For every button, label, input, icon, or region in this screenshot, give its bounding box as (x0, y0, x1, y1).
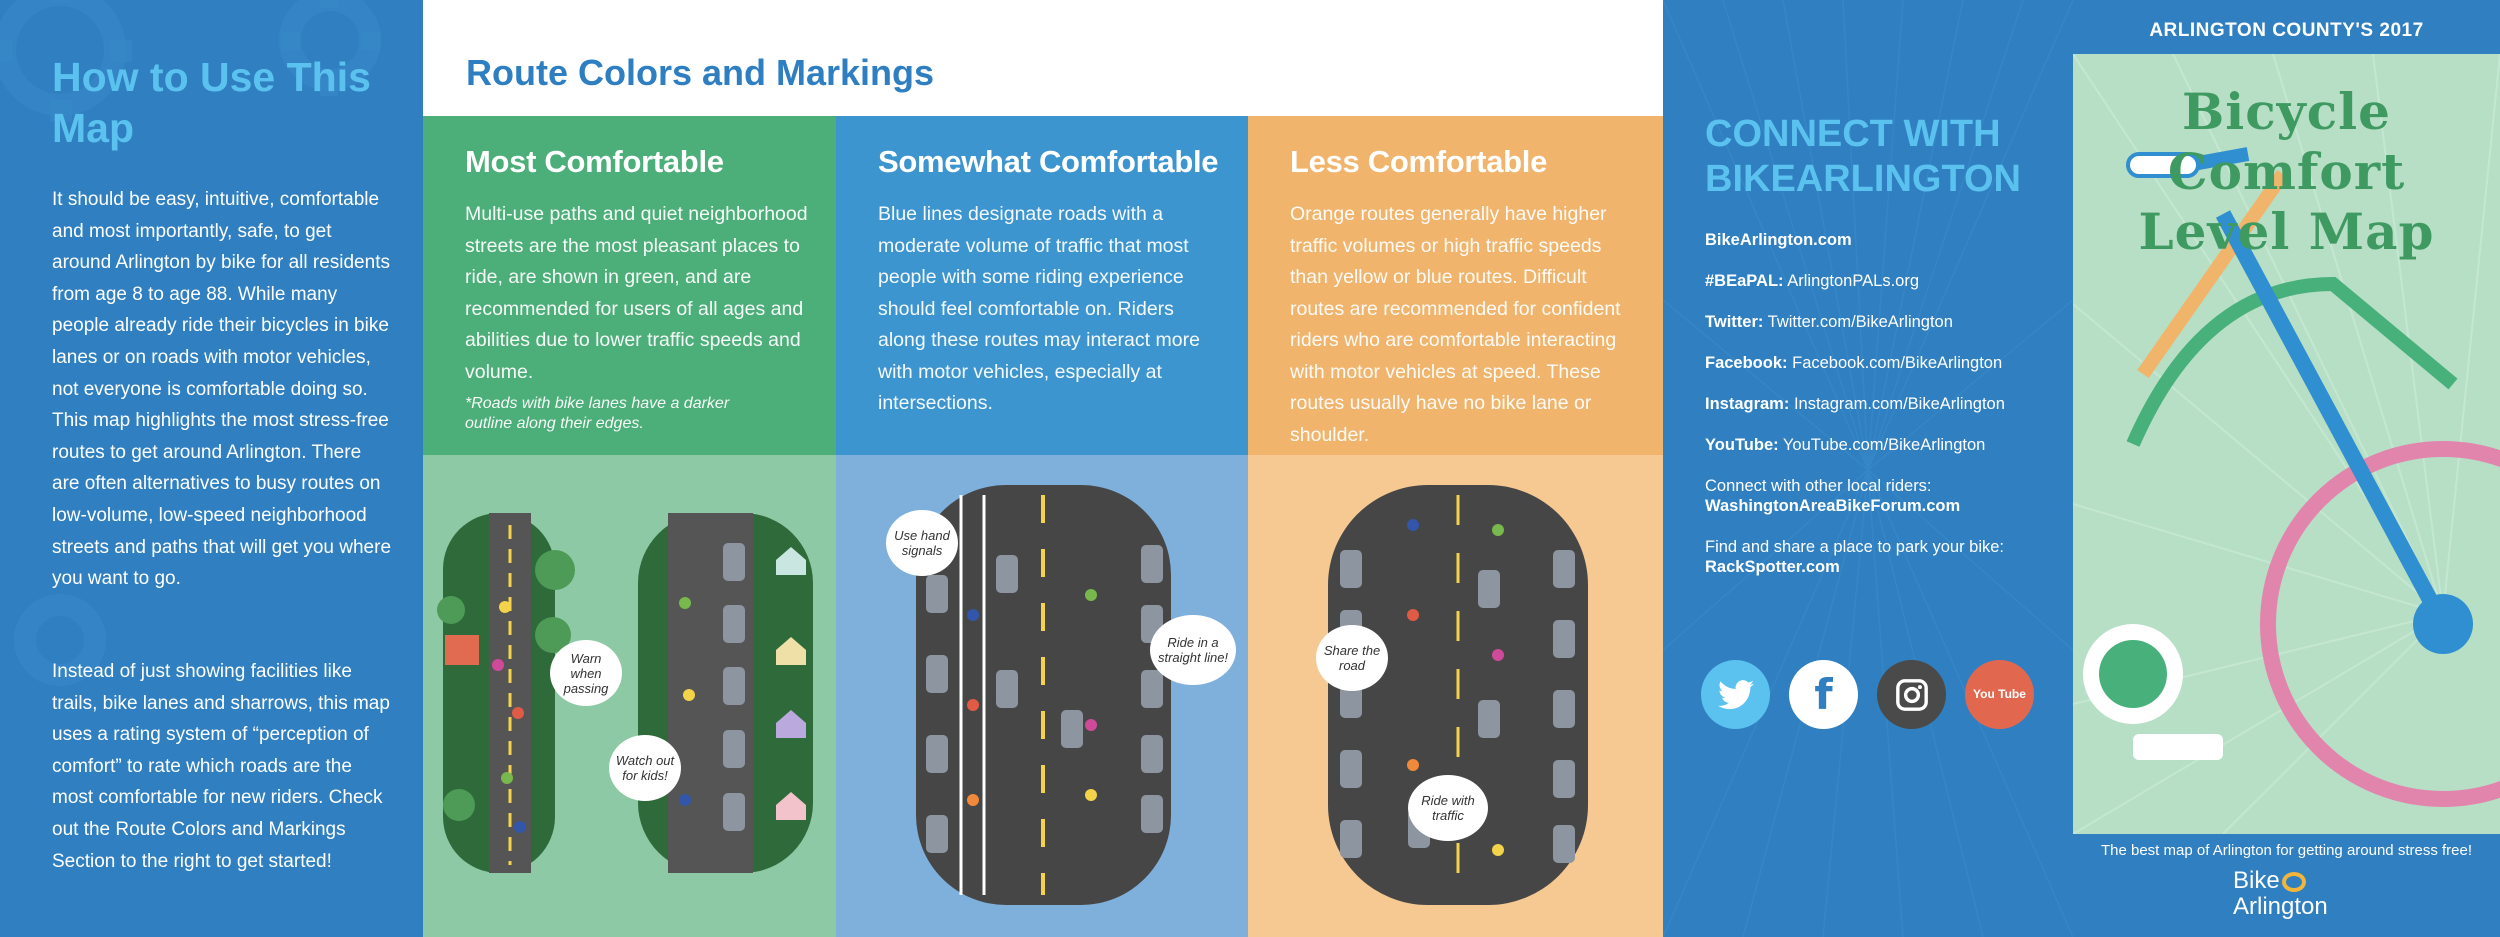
watch-out-for-kids-bubble: Watch out for kids! (609, 735, 681, 801)
twitter-link[interactable]: Twitter.com/BikeArlington (1767, 313, 1953, 331)
site-link[interactable]: BikeArlington.com (1705, 231, 1852, 249)
ride-in-a-straight-line-bubble: Ride in a straight line! (1150, 615, 1236, 685)
green-road-illustration (437, 513, 813, 873)
facebook-label: Facebook: (1705, 354, 1788, 372)
cover-title-line-2: Level Map (2138, 202, 2435, 261)
twitter-link-row[interactable]: Twitter: Twitter.com/BikeArlington (1705, 312, 2065, 332)
blue-road-illustration (916, 485, 1171, 905)
youtube-icon[interactable]: You Tube (1965, 660, 2034, 729)
connect-links: BikeArlington.com #BEaPAL: ArlingtonPALs… (1705, 230, 2065, 598)
twitter-label: Twitter: (1705, 313, 1764, 331)
less-comfortable-illustration: Share the road Ride with traffic (1248, 455, 1663, 937)
bicycle-illustration (2073, 54, 2500, 834)
bike-forum-link[interactable]: WashingtonAreaBikeForum.com (1705, 497, 1961, 515)
social-icons: f You Tube (1701, 660, 2034, 729)
park-text: Find and share a place to park your bike… (1705, 538, 2005, 556)
share-the-road-bubble: Share the road (1316, 625, 1388, 691)
facebook-link[interactable]: Facebook.com/BikeArlington (1792, 354, 2003, 372)
most-comfortable-heading: Most Comfortable (465, 144, 724, 179)
most-comfortable-body: Multi-use paths and quiet neighborhood s… (465, 203, 808, 383)
logo-line-2: Arlington (2233, 893, 2328, 920)
bike-arlington-logo: Bike Arlington (2233, 868, 2328, 920)
instagram-icon[interactable] (1877, 660, 1946, 729)
routes-title: Route Colors and Markings (466, 52, 935, 93)
youtube-link-row[interactable]: YouTube: YouTube.com/BikeArlington (1705, 435, 2065, 455)
use-hand-signals-bubble: Use hand signals (886, 510, 958, 576)
warn-when-passing-bubble: Warn when passing (550, 640, 622, 706)
instagram-link[interactable]: Instagram.com/BikeArlington (1793, 395, 2005, 413)
cover-art: Bicycle Comfort Level Map (2073, 54, 2500, 834)
routes-header: Route Colors and Markings (423, 0, 1663, 116)
most-comfortable-card: Most Comfortable Multi-use paths and qui… (423, 116, 836, 455)
somewhat-comfortable-card: Somewhat Comfortable Blue lines designat… (836, 116, 1248, 455)
orange-road-illustration (1328, 485, 1588, 905)
site-link-row[interactable]: BikeArlington.com (1705, 230, 2065, 250)
park-row: Find and share a place to park your bike… (1705, 537, 2065, 577)
logo-ring-icon (2281, 871, 2306, 892)
somewhat-comfortable-body: Blue lines designate roads with a modera… (878, 203, 1200, 414)
less-comfortable-card: Less Comfortable Orange routes generally… (1248, 116, 1663, 455)
connect-panel: CONNECT WITH BIKEARLINGTON BikeArlington… (1663, 0, 2073, 937)
somewhat-comfortable-illustration: Use hand signals Ride in a straight line… (836, 455, 1248, 937)
how-to-use-title: How to Use This Map (52, 54, 371, 151)
how-to-use-panel: How to Use This Map It should be easy, i… (0, 0, 423, 937)
cover-title-line-1: Bicycle Comfort (2167, 82, 2406, 201)
instagram-label: Instagram: (1705, 395, 1790, 413)
somewhat-comfortable-heading: Somewhat Comfortable (878, 144, 1219, 179)
facebook-link-row[interactable]: Facebook: Facebook.com/BikeArlington (1705, 353, 2065, 373)
how-to-use-paragraph-1: It should be easy, intuitive, comfortabl… (52, 189, 392, 590)
facebook-icon[interactable]: f (1789, 660, 1858, 729)
cover-title: Bicycle Comfort Level Map (2073, 82, 2500, 262)
instagram-link-row[interactable]: Instagram: Instagram.com/BikeArlington (1705, 394, 2065, 414)
beapal-link[interactable]: ArlingtonPALs.org (1787, 272, 1920, 290)
beapal-link-row[interactable]: #BEaPAL: ArlingtonPALs.org (1705, 271, 2065, 291)
cover-caption: The best map of Arlington for getting ar… (2100, 842, 2473, 859)
cover-kicker: ARLINGTON COUNTY'S 2017 (2149, 20, 2424, 41)
bike-lane-note: *Roads with bike lanes have a darker out… (465, 395, 730, 432)
less-comfortable-body: Orange routes generally have higher traf… (1290, 203, 1621, 446)
youtube-label: YouTube: (1705, 436, 1779, 454)
less-comfortable-heading: Less Comfortable (1290, 144, 1548, 179)
cover-panel: ARLINGTON COUNTY'S 2017 Bicycle Comfort … (2073, 0, 2500, 937)
most-comfortable-illustration: Warn when passing Watch out for kids! (423, 455, 836, 937)
riders-text: Connect with other local riders: (1705, 477, 1932, 495)
youtube-link[interactable]: YouTube.com/BikeArlington (1782, 436, 1986, 454)
rackspotter-link[interactable]: RackSpotter.com (1705, 558, 1840, 576)
logo-line-1: Bike (2233, 867, 2280, 894)
ride-with-traffic-bubble: Ride with traffic (1408, 775, 1488, 841)
connect-title: CONNECT WITH BIKEARLINGTON (1705, 113, 2021, 200)
gear-decoration-icon (0, 0, 381, 686)
beapal-label: #BEaPAL: (1705, 272, 1784, 290)
riders-row: Connect with other local riders: Washing… (1705, 476, 2065, 516)
twitter-icon[interactable] (1701, 660, 1770, 729)
how-to-use-paragraph-2: Instead of just showing facilities like … (52, 661, 390, 872)
